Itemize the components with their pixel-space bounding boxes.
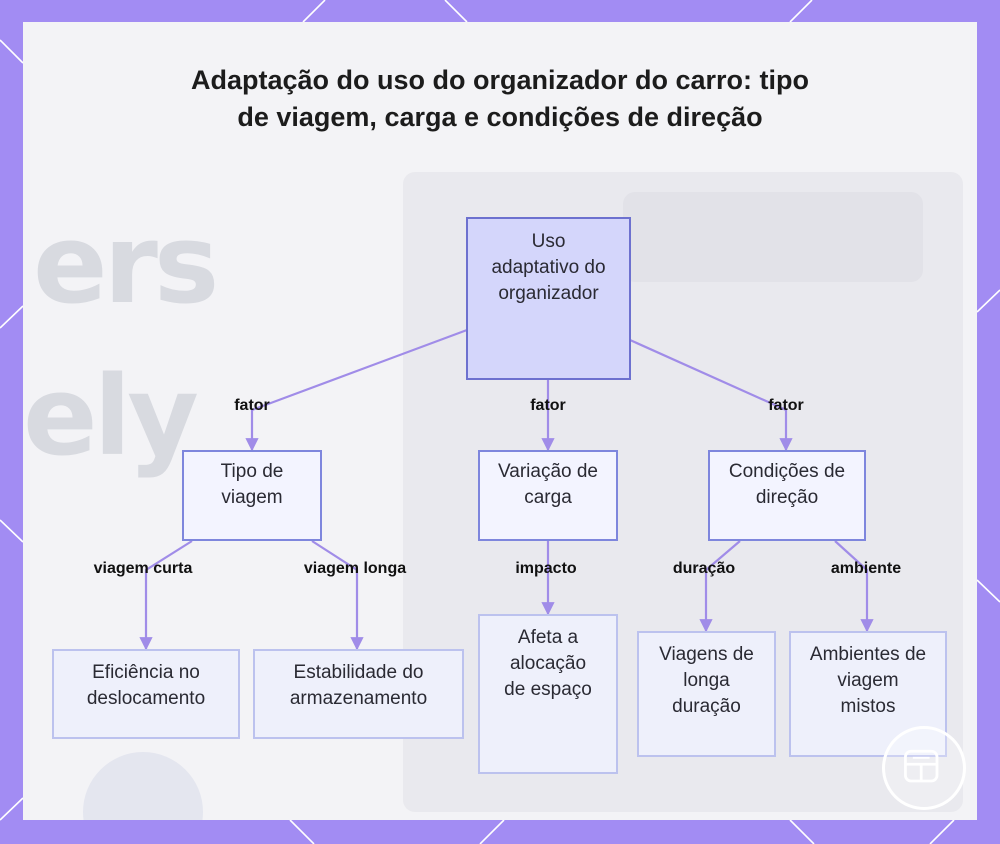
background-photo-shape <box>83 752 203 820</box>
background-text: ers <box>33 200 219 328</box>
node-root-label: Uso adaptativo do organizador <box>491 231 606 304</box>
node-ambientes-label: Ambientes de viagem mistos <box>809 644 927 717</box>
node-estabilidade: Estabilidade do armazenamento <box>253 649 464 739</box>
node-viagens-longa-duracao: Viagens de longa duração <box>637 631 776 757</box>
node-afeta-label: Afeta a alocação de espaço <box>504 627 592 700</box>
node-eficiencia: Eficiência no deslocamento <box>52 649 240 739</box>
edge-label-viagem-longa: viagem longa <box>303 560 407 577</box>
node-longa-label: Viagens de longa duração <box>659 644 754 717</box>
node-carga-label: Variação de carga <box>498 461 598 508</box>
edge-label-fator: fator <box>530 397 566 414</box>
node-eficiencia-label: Eficiência no deslocamento <box>86 662 206 709</box>
node-tipo-label: Tipo de viagem <box>220 461 284 508</box>
background-text: ely <box>23 352 199 480</box>
edge-label-viagem-curta: viagem curta <box>93 560 193 577</box>
node-condicoes-label: Condições de direção <box>728 461 846 508</box>
edge-label-duracao: duração <box>672 560 736 577</box>
node-estabilidade-label: Estabilidade do armazenamento <box>289 662 428 709</box>
edge-label-fator: fator <box>234 397 270 414</box>
edge-label-impacto: impacto <box>515 560 577 577</box>
node-root: Uso adaptativo do organizador <box>466 217 631 380</box>
node-condicoes-de-direcao: Condições de direção <box>708 450 866 541</box>
brand-logo <box>882 726 966 810</box>
node-afeta-alocacao: Afeta a alocação de espaço <box>478 614 618 774</box>
diagram-title: Adaptação do uso do organizador do carro… <box>190 65 810 132</box>
organizer-grid-icon <box>904 749 939 783</box>
edge-label-ambiente: ambiente <box>830 560 902 577</box>
node-tipo-de-viagem: Tipo de viagem <box>182 450 322 541</box>
edge-label-fator: fator <box>768 397 804 414</box>
background-photo-shape <box>623 192 923 282</box>
node-variacao-de-carga: Variação de carga <box>478 450 618 541</box>
